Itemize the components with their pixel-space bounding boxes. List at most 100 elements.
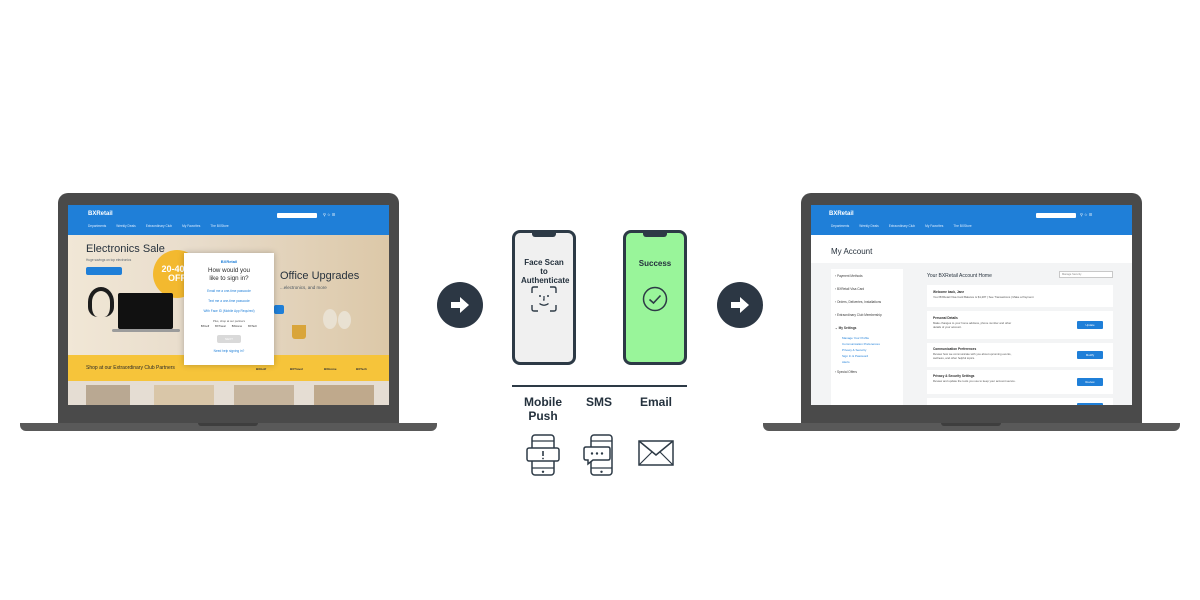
side-item-club[interactable]: › Extraordinary Club Membership — [835, 313, 882, 317]
partner-logo-golf[interactable]: BXGolf — [256, 367, 267, 371]
modal-logo-golf: BXGolf — [200, 325, 210, 328]
side-sub-sign-in[interactable]: Sign In & Password — [842, 354, 869, 358]
face-id-option[interactable]: With Face ID (Mobile App Required) — [203, 309, 255, 313]
brand-logo[interactable]: BXRetail — [88, 211, 113, 217]
sms-icon — [583, 434, 613, 476]
face-scan-icon — [531, 286, 557, 312]
review-button[interactable]: Review — [1077, 378, 1103, 386]
office-upgrades-title: Office Upgrades — [280, 270, 360, 282]
office-shop-button[interactable] — [274, 305, 284, 314]
success-phone: Success — [623, 230, 687, 365]
header-icons[interactable]: ⚲ ☆ ☰ — [1080, 212, 1093, 217]
side-sub-privacy[interactable]: Privacy & Security — [842, 348, 867, 352]
modal-partner-logos: BXGolf BXTravel BXHome BXTech — [184, 325, 274, 328]
methods-divider — [512, 385, 687, 387]
modal-title-line1: How would you — [208, 267, 250, 274]
side-menu — [831, 269, 903, 405]
arrow-right-2 — [717, 282, 763, 328]
phone-notch — [643, 232, 667, 237]
email-icon — [638, 440, 674, 466]
nav-extraordinary-club[interactable]: Extraordinary Club — [145, 224, 173, 228]
main-nav: Departments Weekly Deals Extraordinary C… — [88, 224, 229, 228]
side-item-payment-methods[interactable]: › Payment Methods — [835, 274, 863, 278]
personal-details-card: Personal Details Make changes to your ho… — [927, 311, 1113, 339]
side-sub-alerts[interactable]: Alerts — [842, 360, 850, 364]
panel-title: Your BXRetail Account Home — [927, 273, 992, 279]
partner-logo-travel[interactable]: BXTravel — [290, 367, 303, 371]
side-item-special-offers[interactable]: › Special Offers — [835, 370, 857, 374]
side-sub-communication[interactable]: Communication Preferences — [842, 342, 880, 346]
next-card-button[interactable] — [1077, 403, 1103, 405]
partners-text: Shop at our Extraordinary Club Partners — [86, 365, 175, 371]
welcome-card: Welcome back, Jane Your BXRetail Visa Ca… — [927, 285, 1113, 307]
email-otp-option[interactable]: Email me a one-time passcode — [207, 289, 251, 293]
modal-logo-tech: BXTech — [248, 325, 258, 328]
side-item-my-settings[interactable]: ⌄ My Settings — [835, 326, 857, 330]
slippers-image — [323, 309, 337, 329]
privacy-card: Privacy & Security Settings Review and u… — [927, 370, 1113, 394]
manage-dropdown[interactable]: Manage Security — [1059, 271, 1113, 278]
search-input[interactable] — [277, 213, 317, 218]
search-input[interactable] — [1036, 213, 1076, 218]
side-item-label: Extraordinary Club Membership — [836, 313, 882, 317]
badge-text: 20-40% OFF — [161, 263, 193, 283]
hero-title: Electronics Sale — [86, 243, 165, 255]
face-scan-label: Face Scan to Authenticate — [521, 258, 570, 285]
next-button[interactable]: NEXT — [217, 335, 241, 343]
sign-in-modal: BXRetail How would you like to sign in? … — [184, 253, 274, 365]
success-label: Success — [638, 259, 672, 268]
photo-4[interactable] — [314, 385, 374, 405]
update-button[interactable]: Update — [1077, 321, 1103, 329]
photo-2[interactable] — [154, 385, 214, 405]
side-sub-profile[interactable]: Manage Your Profile — [842, 336, 870, 340]
help-link[interactable]: Need help signing in? — [213, 349, 245, 353]
modal-title-line2: like to sign in? — [209, 275, 249, 282]
modal-logo-travel: BXTravel — [215, 325, 226, 328]
arrow-right-icon — [731, 297, 749, 313]
nav-departments[interactable]: Departments — [831, 224, 850, 228]
side-item-label: Payment Methods — [836, 274, 863, 278]
nav-weekly-deals[interactable]: Weekly Deals — [116, 224, 136, 228]
headphones-image — [88, 287, 114, 317]
modify-button[interactable]: Modify — [1077, 351, 1103, 359]
nav-my-favorites[interactable]: My Favorites — [182, 224, 201, 228]
card-text: Review and update the tools you use to k… — [933, 379, 1016, 383]
left-laptop: BXRetail Departments Weekly Deals Extrao… — [20, 193, 437, 433]
side-item-label: Orders, Deliveries, Installations — [836, 300, 882, 304]
partner-logo-home[interactable]: BXHome — [324, 367, 337, 371]
phone-notch — [532, 232, 556, 237]
card-title: Privacy & Security Settings — [933, 374, 975, 378]
side-item-label: My Settings — [838, 326, 857, 330]
side-item-label: Special Offers — [836, 370, 857, 374]
mug-image — [292, 325, 306, 339]
photo-3[interactable] — [234, 385, 294, 405]
modal-partners-text: Plus, shop at our partners — [212, 319, 246, 323]
hero-subtitle: Huge savings on top electronics — [86, 258, 132, 262]
card-text: Review how we communicate with you about… — [933, 352, 1012, 360]
side-item-visa-card[interactable]: › BXRetail Visa Card — [835, 287, 865, 291]
laptop-image — [118, 293, 173, 329]
photo-1[interactable] — [86, 385, 130, 405]
slippers-image-2 — [338, 311, 351, 329]
sms-otp-option[interactable]: Text me a one-time passcode — [208, 299, 250, 303]
mobile-push-icon — [526, 434, 560, 476]
nav-departments[interactable]: Departments — [88, 224, 107, 228]
page-title: My Account — [831, 247, 873, 256]
nav-bxstore[interactable]: The BXStore — [953, 224, 972, 228]
method-label-sms: SMS — [585, 395, 612, 409]
modal-logo-home: BXHome — [231, 325, 243, 328]
nav-extraordinary-club[interactable]: Extraordinary Club — [888, 224, 916, 228]
office-upgrades-subtitle: ...electronics, and more — [280, 285, 327, 290]
top-nav-bar: BXRetail Departments Weekly Deals Extrao… — [68, 205, 389, 235]
header-icons[interactable]: ⚲ ☆ ☰ — [323, 212, 336, 217]
method-label-mobile-push: Mobile Push — [524, 395, 562, 423]
nav-bxstore[interactable]: The BXStore — [210, 224, 229, 228]
side-item-orders[interactable]: › Orders, Deliveries, Installations — [835, 300, 882, 304]
brand-logo[interactable]: BXRetail — [829, 211, 854, 217]
nav-my-favorites[interactable]: My Favorites — [925, 224, 944, 228]
hero-shop-button[interactable] — [86, 267, 122, 275]
welcome-subtitle: Your BXRetail Visa Card Balance is $1,28… — [933, 295, 1034, 299]
nav-weekly-deals[interactable]: Weekly Deals — [859, 224, 879, 228]
arrow-right-icon — [451, 297, 469, 313]
partner-logo-tech[interactable]: BXTech — [356, 367, 367, 371]
